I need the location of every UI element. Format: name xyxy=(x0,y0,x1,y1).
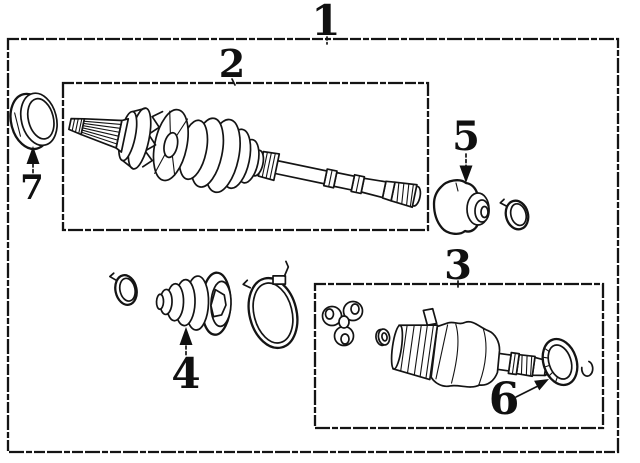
snap-ring-part-6 xyxy=(541,337,579,387)
callout-6-arrowhead xyxy=(534,379,549,391)
callout-6-label: 6 xyxy=(489,374,520,425)
callout-7-label: 7 xyxy=(20,168,44,208)
grease-seal-ring-part-7 xyxy=(9,92,58,151)
spacer-washer xyxy=(375,328,391,347)
callout-3-label: 3 xyxy=(444,242,472,289)
callout-5-label: 5 xyxy=(452,113,480,160)
outer-joint-kit-box-2 xyxy=(61,81,430,232)
callout-4-label: 4 xyxy=(171,349,200,398)
cv-boot-part-4 xyxy=(155,271,232,336)
callout-5-arrowhead xyxy=(459,165,473,183)
callout-1-label: 1 xyxy=(311,0,340,45)
dynamic-damper-part-5 xyxy=(432,179,490,235)
callout-2-label: 2 xyxy=(219,41,245,86)
callout-2-leader xyxy=(231,78,236,86)
outer-cv-joint-shaft-assembly xyxy=(68,107,422,209)
boot-band-clamp xyxy=(242,260,299,350)
assembly-box-1 xyxy=(6,37,620,454)
callout-6-leader xyxy=(515,385,538,398)
tripod-spider xyxy=(321,300,364,347)
boot-clamp-small xyxy=(109,272,138,306)
damper-clamp-ring xyxy=(499,198,530,231)
inner-joint-kit-box-3 xyxy=(313,282,605,430)
callout-4-arrowhead xyxy=(179,327,193,345)
inner-cv-joint-housing xyxy=(390,307,551,388)
shaft-circlip xyxy=(580,360,594,377)
callout-7-arrowhead xyxy=(26,146,40,164)
